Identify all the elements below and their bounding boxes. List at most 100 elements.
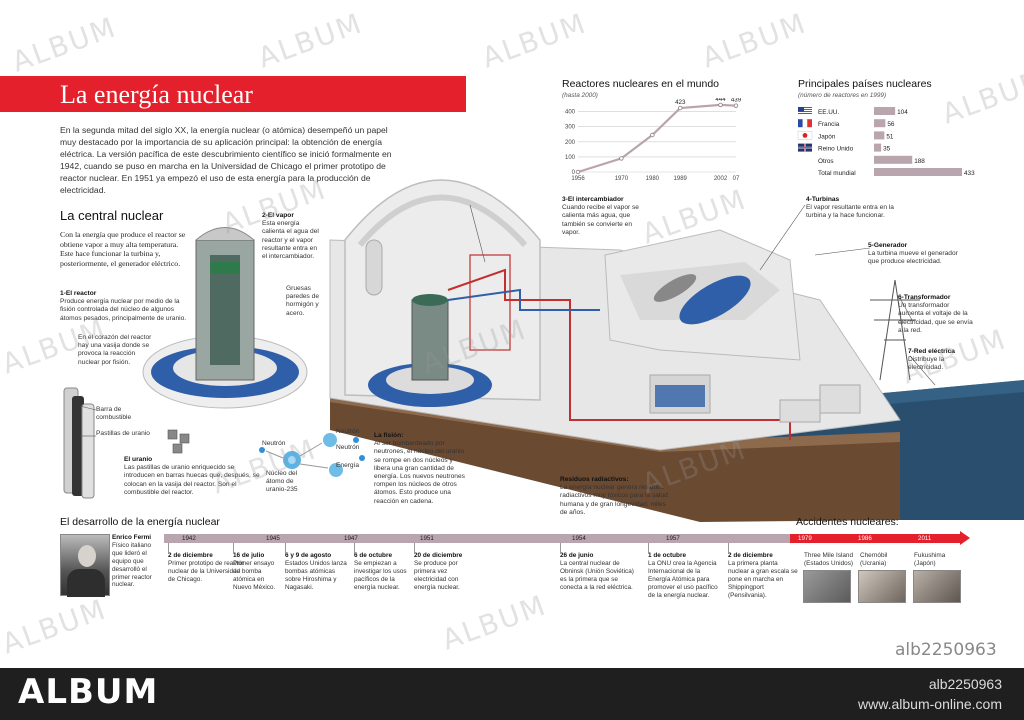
title-bar <box>0 76 466 112</box>
inner-reactor-core <box>411 299 449 381</box>
timeline-tick <box>560 543 561 553</box>
bar <box>874 107 896 115</box>
intro-paragraph: En la segunda mitad del siglo XX, la ene… <box>60 125 392 195</box>
footer <box>0 668 1024 720</box>
timeline-year: 1951 <box>420 535 434 542</box>
timeline-bar <box>164 534 790 543</box>
label-vasija: En el corazón del reactor hay una vasija… <box>78 334 152 366</box>
x-tick-label: 1980 <box>646 176 660 182</box>
timeline-tick <box>233 543 234 553</box>
y-tick-label: 300 <box>565 125 576 131</box>
page-title: La energía nuclear <box>60 80 253 109</box>
timeline-year: 1945 <box>266 535 280 542</box>
footer-id: alb2250963 <box>928 676 1002 692</box>
data-label: 423 <box>675 99 686 106</box>
bar <box>874 143 882 152</box>
y-tick-label: 100 <box>565 155 576 161</box>
value-label: 433 <box>964 170 975 177</box>
plant-illustration <box>63 179 1024 522</box>
accident-item: Chernóbil(Ucrania) <box>860 552 888 567</box>
infographic: La energía nuclear En la segunda mitad d… <box>0 6 1024 661</box>
flag-usa-icon <box>798 107 812 115</box>
accident-year: 2011 <box>918 535 932 542</box>
category-label: Otros <box>818 158 834 165</box>
label-energia: Energía <box>336 462 360 469</box>
label-neutron-2: Neutrón <box>336 428 360 435</box>
accidents-title: Accidentes nucleares: <box>796 516 899 528</box>
uranium-pellets <box>167 429 190 454</box>
label-paredes: Gruesas paredes de hormigón y acero. <box>286 285 319 317</box>
accidents-arrow <box>960 531 970 545</box>
timeline-tick <box>285 543 286 553</box>
label-nucleo: Núcleo del átomo de uranio-235 <box>266 470 298 494</box>
data-point <box>650 132 655 138</box>
value-label: 35 <box>883 146 891 153</box>
y-tick-label: 0 <box>572 170 576 176</box>
data-point <box>678 105 683 111</box>
category-label: Francia <box>818 121 840 128</box>
accident-item: Fukushima(Japón) <box>914 552 946 567</box>
value-label: 51 <box>886 133 894 140</box>
timeline-title: El desarrollo de la energía nuclear <box>60 516 220 528</box>
data-point <box>718 102 723 108</box>
category-label: Reino Unido <box>818 146 854 153</box>
bar <box>874 155 913 164</box>
timeline-tick <box>414 543 415 553</box>
timeline-year: 1957 <box>666 535 680 542</box>
y-tick-label: 400 <box>565 110 576 116</box>
value-label: 104 <box>897 109 908 116</box>
footer-url[interactable]: www.album-online.com <box>858 696 1002 712</box>
data-label: 444 <box>715 98 726 103</box>
label-neutron: Neutrón <box>262 440 286 447</box>
electric-pylon <box>870 279 920 381</box>
accident-photo <box>913 570 961 603</box>
accident-year: 1986 <box>858 535 872 542</box>
accidents-bar <box>790 534 960 543</box>
x-tick-label: 1956 <box>571 176 585 182</box>
bar <box>874 119 886 128</box>
footer-logo[interactable]: ALBUM <box>18 672 159 712</box>
data-point <box>619 156 624 161</box>
image-id-stamp: alb2250963 <box>895 640 997 660</box>
timeline-tick <box>728 543 729 553</box>
value-label: 56 <box>887 121 895 128</box>
label-neutron-3: Neutrón <box>336 444 360 451</box>
timeline-year: 1954 <box>572 535 586 542</box>
ground-block <box>330 400 900 522</box>
x-tick-label: 1970 <box>615 176 629 182</box>
flag-japan-icon <box>797 131 813 140</box>
bar-chart-title: Principales países nucleares <box>798 78 932 90</box>
category-label: EE.UU. <box>818 109 840 116</box>
label-fision: La fisión:Al ser bombardeado por neutron… <box>374 432 465 505</box>
label-residuos: Residuos radiactivos:La energía nuclear … <box>560 476 668 516</box>
timeline-year: 1947 <box>344 535 358 542</box>
line-chart-title: Reactores nucleares en el mundo <box>562 78 720 90</box>
timeline-tick <box>648 543 649 553</box>
fuel-rods <box>63 387 95 499</box>
timeline-tick <box>354 543 355 553</box>
timeline-tick <box>168 543 169 553</box>
containment-dome <box>344 179 541 401</box>
central-title: La central nuclear <box>60 208 164 223</box>
accident-year: 1979 <box>798 535 812 542</box>
series-line <box>577 103 737 174</box>
data-label: 439 <box>731 98 742 104</box>
accident-item: Three Mile Island(Estados Unidos) <box>804 552 854 567</box>
data-point <box>575 169 581 175</box>
category-label: Japón <box>818 133 836 140</box>
x-tick-label: 07 <box>733 176 740 182</box>
